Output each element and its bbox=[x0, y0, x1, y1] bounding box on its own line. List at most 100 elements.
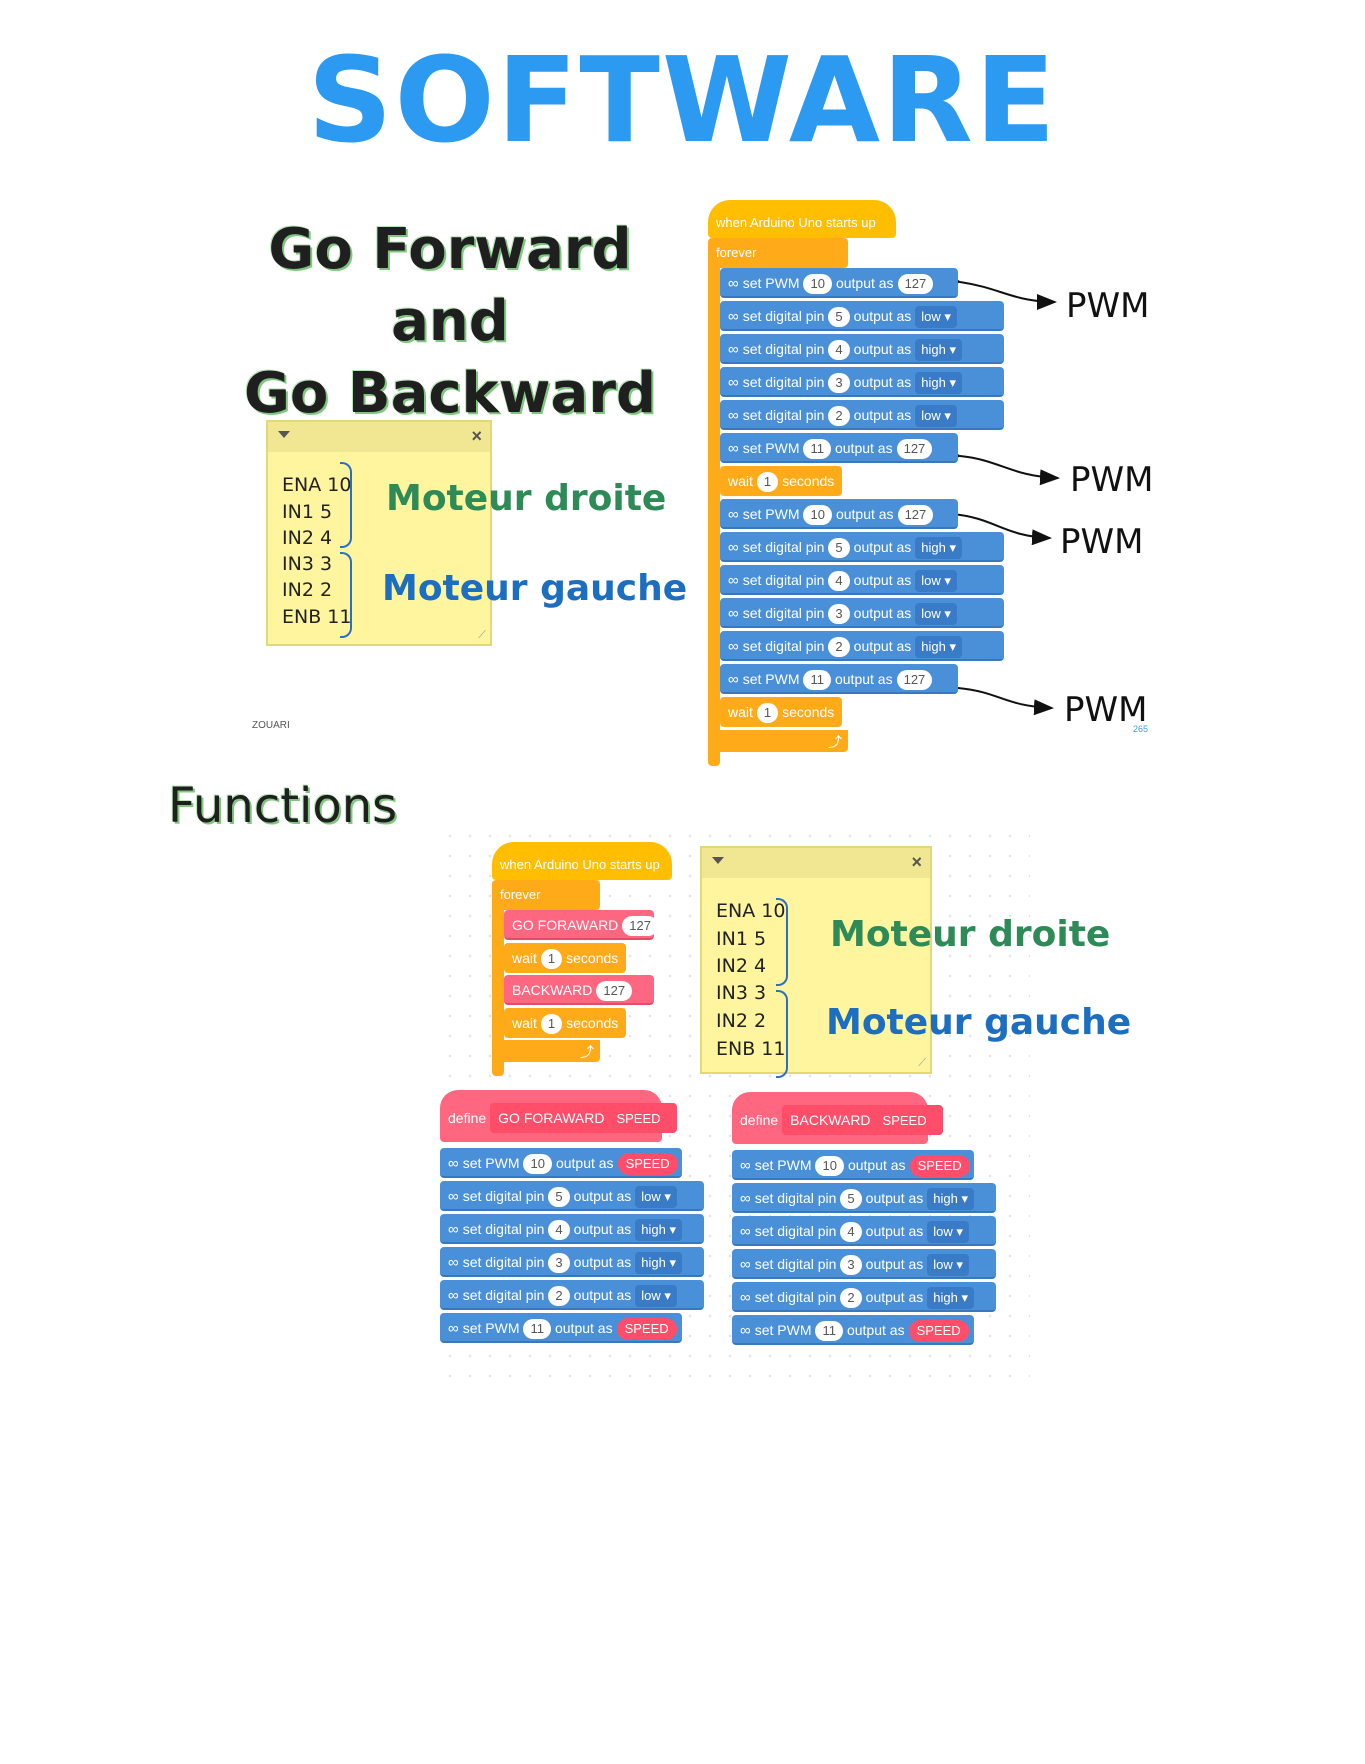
level-dropdown[interactable]: low ▾ bbox=[915, 570, 957, 593]
forever-block[interactable]: forever bbox=[492, 880, 600, 910]
number-input[interactable]: 1 bbox=[756, 472, 779, 493]
number-input[interactable]: 4 bbox=[840, 1222, 862, 1243]
collapse-icon[interactable] bbox=[712, 857, 724, 864]
close-icon[interactable]: × bbox=[471, 426, 482, 446]
level-dropdown[interactable]: low ▾ bbox=[635, 1186, 677, 1209]
number-input[interactable]: 11 bbox=[803, 670, 831, 691]
number-input[interactable]: 127 bbox=[897, 505, 934, 526]
block-label: output as bbox=[865, 1256, 924, 1272]
number-input[interactable]: 4 bbox=[828, 571, 850, 592]
number-input[interactable]: 3 bbox=[828, 373, 850, 394]
level-dropdown[interactable]: high ▾ bbox=[635, 1252, 682, 1275]
number-input[interactable]: 127 bbox=[896, 439, 933, 460]
level-dropdown[interactable]: low ▾ bbox=[635, 1285, 677, 1308]
block-label: output as bbox=[573, 1254, 632, 1270]
number-input[interactable]: 5 bbox=[548, 1187, 570, 1208]
number-input[interactable]: 2 bbox=[548, 1286, 570, 1307]
number-input[interactable]: 127 bbox=[896, 670, 933, 691]
collapse-icon[interactable] bbox=[278, 431, 290, 438]
level-dropdown[interactable]: high ▾ bbox=[635, 1219, 682, 1242]
number-input[interactable]: 1 bbox=[540, 1013, 563, 1034]
hat-block-start[interactable]: when Arduino Uno starts up bbox=[708, 200, 896, 238]
number-input[interactable]: 3 bbox=[548, 1253, 570, 1274]
number-input[interactable]: 5 bbox=[828, 307, 850, 328]
number-input[interactable]: 5 bbox=[828, 538, 850, 559]
comment-note[interactable]: × ENA 10 IN1 5 IN2 4 IN3 3 IN2 2 ENB 11 … bbox=[266, 420, 492, 646]
number-input[interactable]: 127 bbox=[622, 916, 658, 937]
comment-note[interactable]: × ENA 10 IN1 5 IN2 4 IN3 3 IN2 2 ENB 11 … bbox=[700, 846, 932, 1074]
number-input[interactable]: 1 bbox=[756, 703, 779, 724]
level-dropdown[interactable]: high ▾ bbox=[927, 1287, 974, 1310]
author-credit: ZOUARI bbox=[252, 720, 290, 731]
number-input[interactable]: 1 bbox=[540, 948, 563, 969]
number-input[interactable]: 3 bbox=[828, 604, 850, 625]
number-input[interactable]: 11 bbox=[803, 439, 831, 460]
level-dropdown[interactable]: high ▾ bbox=[915, 339, 962, 362]
number-input[interactable]: 10 bbox=[803, 505, 832, 526]
number-input[interactable]: 2 bbox=[828, 406, 850, 427]
resize-handle-icon[interactable]: ⟋ bbox=[918, 1057, 926, 1069]
number-input[interactable]: 2 bbox=[840, 1288, 862, 1309]
number-input[interactable]: 127 bbox=[897, 274, 934, 295]
block-label: output as bbox=[847, 1157, 906, 1173]
level-dropdown[interactable]: high ▾ bbox=[915, 636, 962, 659]
note-line: IN2 2 bbox=[716, 1010, 767, 1032]
number-input[interactable]: 10 bbox=[815, 1156, 844, 1177]
number-input[interactable]: 11 bbox=[815, 1321, 843, 1342]
number-input[interactable]: 4 bbox=[548, 1220, 570, 1241]
hat-block-start[interactable]: when Arduino Uno starts up bbox=[492, 842, 672, 880]
resize-handle-icon[interactable]: ⟋ bbox=[478, 629, 486, 641]
level-dropdown[interactable]: low ▾ bbox=[927, 1221, 969, 1244]
level-dropdown[interactable]: high ▾ bbox=[927, 1188, 974, 1211]
number-input[interactable]: 11 bbox=[523, 1319, 551, 1340]
level-dropdown[interactable]: high ▾ bbox=[915, 372, 962, 395]
level-dropdown[interactable]: high ▾ bbox=[915, 537, 962, 560]
number-input[interactable]: 10 bbox=[523, 1154, 552, 1175]
number-input[interactable]: 5 bbox=[840, 1189, 862, 1210]
forever-foot bbox=[492, 1040, 600, 1062]
number-input[interactable]: 4 bbox=[828, 340, 850, 361]
number-input[interactable]: 10 bbox=[803, 274, 832, 295]
number-input[interactable]: 3 bbox=[840, 1255, 862, 1276]
close-icon[interactable]: × bbox=[911, 852, 922, 872]
number-input[interactable]: 127 bbox=[596, 981, 633, 1002]
level-dropdown[interactable]: low ▾ bbox=[915, 306, 957, 329]
level-dropdown[interactable]: low ▾ bbox=[915, 603, 957, 626]
level-dropdown[interactable]: low ▾ bbox=[915, 405, 957, 428]
number-input[interactable]: 2 bbox=[828, 637, 850, 658]
level-dropdown[interactable]: low ▾ bbox=[927, 1254, 969, 1277]
forever-block[interactable]: forever bbox=[708, 238, 848, 268]
